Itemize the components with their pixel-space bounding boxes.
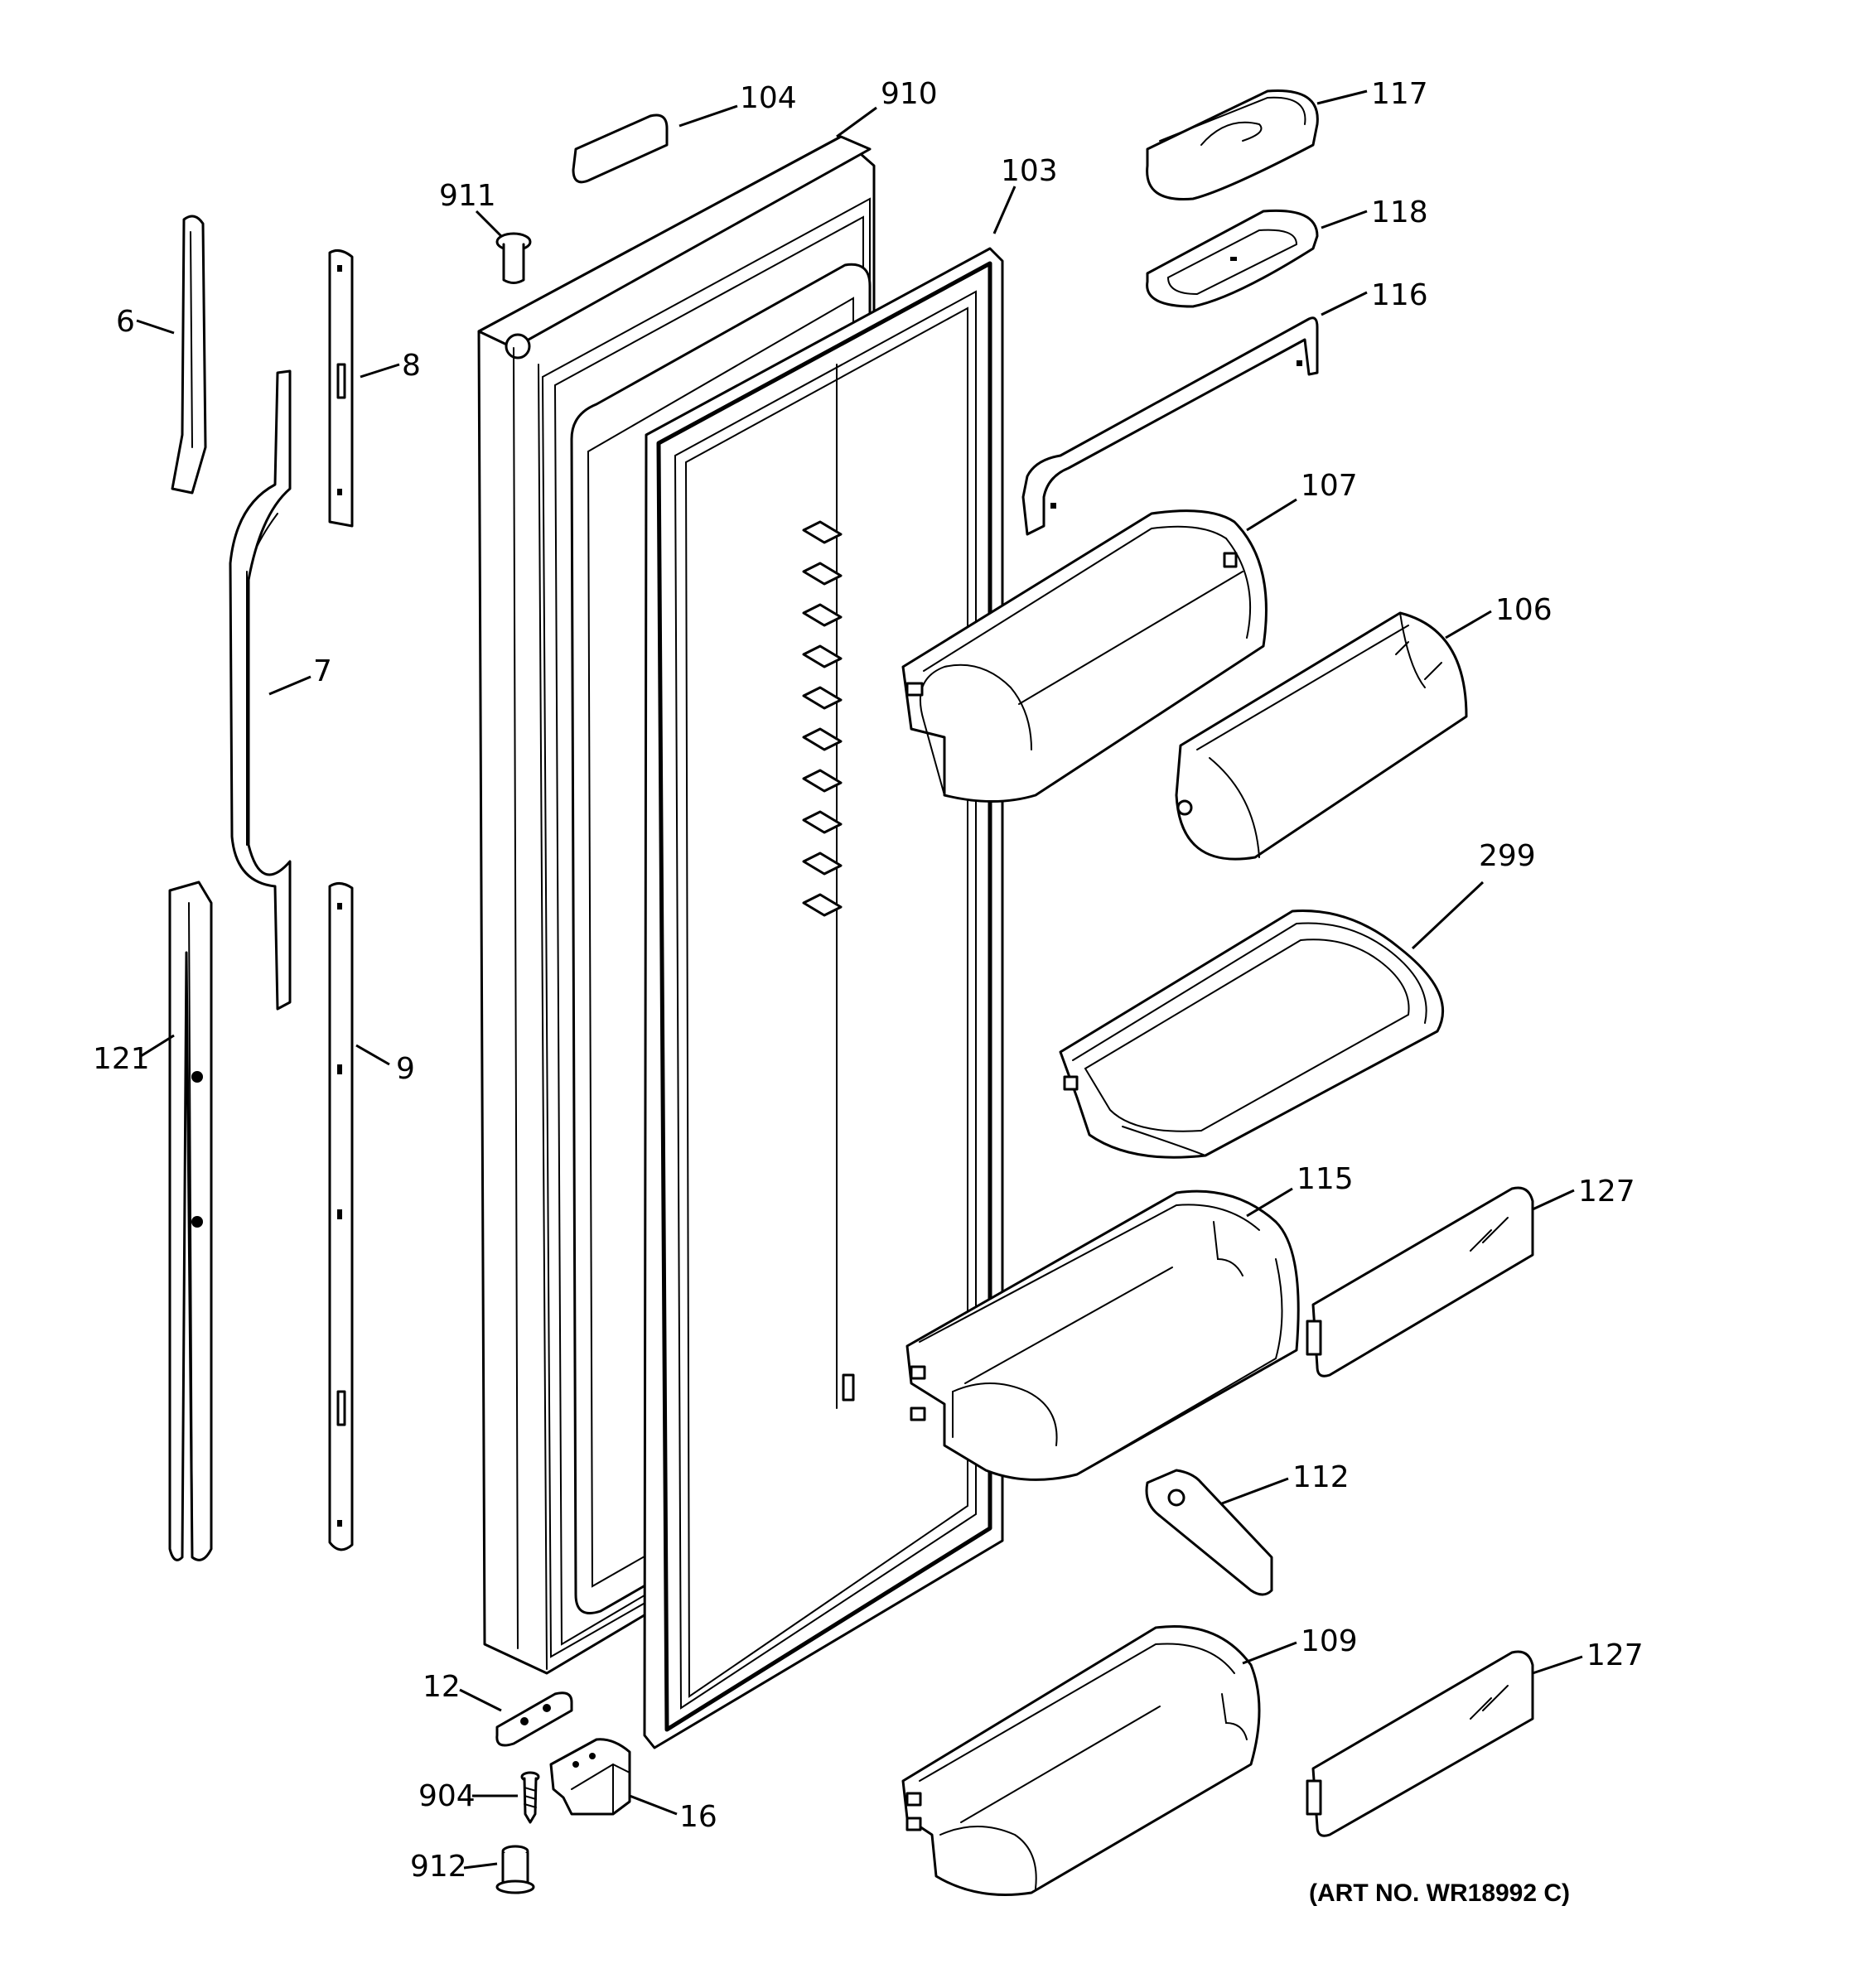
label-7: 7 (313, 654, 332, 688)
label-107: 107 (1301, 469, 1358, 503)
label-127-upper: 127 (1578, 1175, 1635, 1209)
label-116: 116 (1371, 278, 1428, 312)
label-127-lower: 127 (1586, 1638, 1644, 1672)
door-cap-104 (572, 113, 669, 184)
hinge-bracket-12 (495, 1691, 573, 1747)
label-6: 6 (116, 305, 135, 339)
art-number: (ART NO. WR18992 C) (1309, 1879, 1570, 1907)
door-bushing-911 (495, 232, 532, 284)
bin-127-upper (1306, 1186, 1534, 1378)
label-115: 115 (1297, 1162, 1354, 1196)
bar-116 (1021, 316, 1319, 536)
label-904: 904 (418, 1779, 476, 1813)
label-109: 109 (1301, 1624, 1358, 1658)
leader-lines (136, 89, 1583, 1870)
divider-112 (1145, 1469, 1273, 1596)
screw-904 (520, 1771, 540, 1824)
bin-299 (1059, 910, 1445, 1159)
bin-109 (901, 1624, 1261, 1896)
part-labels: 104 910 117 911 103 118 116 6 8 107 106 … (93, 77, 1644, 1907)
label-8: 8 (402, 349, 421, 383)
bin-107 (901, 509, 1268, 803)
handle-trim-121 (168, 881, 213, 1561)
label-299: 299 (1479, 839, 1536, 873)
tray-118 (1146, 209, 1319, 308)
label-910: 910 (881, 77, 938, 111)
handle-strip-8 (328, 248, 354, 528)
label-103: 103 (1001, 154, 1058, 188)
label-106: 106 (1495, 593, 1553, 627)
label-12: 12 (423, 1670, 461, 1704)
door-gasket (643, 247, 1004, 1749)
hinge-block-16 (549, 1738, 631, 1816)
label-117: 117 (1371, 77, 1428, 111)
shelf-notches (802, 520, 843, 917)
label-911: 911 (439, 179, 496, 213)
handle-7 (229, 369, 292, 1011)
trim-strip-9 (328, 882, 354, 1551)
handle-trim-6 (171, 215, 207, 495)
label-118: 118 (1371, 195, 1428, 229)
bin-127-lower (1306, 1650, 1534, 1837)
label-121: 121 (93, 1042, 150, 1076)
label-912: 912 (410, 1850, 467, 1884)
bin-106 (1175, 611, 1468, 861)
bin-115 (905, 1189, 1300, 1481)
label-104: 104 (740, 81, 797, 115)
cap-117 (1146, 89, 1319, 200)
label-112: 112 (1292, 1460, 1350, 1494)
label-16: 16 (679, 1800, 717, 1834)
bushing-912 (495, 1845, 535, 1894)
label-9: 9 (396, 1052, 415, 1086)
